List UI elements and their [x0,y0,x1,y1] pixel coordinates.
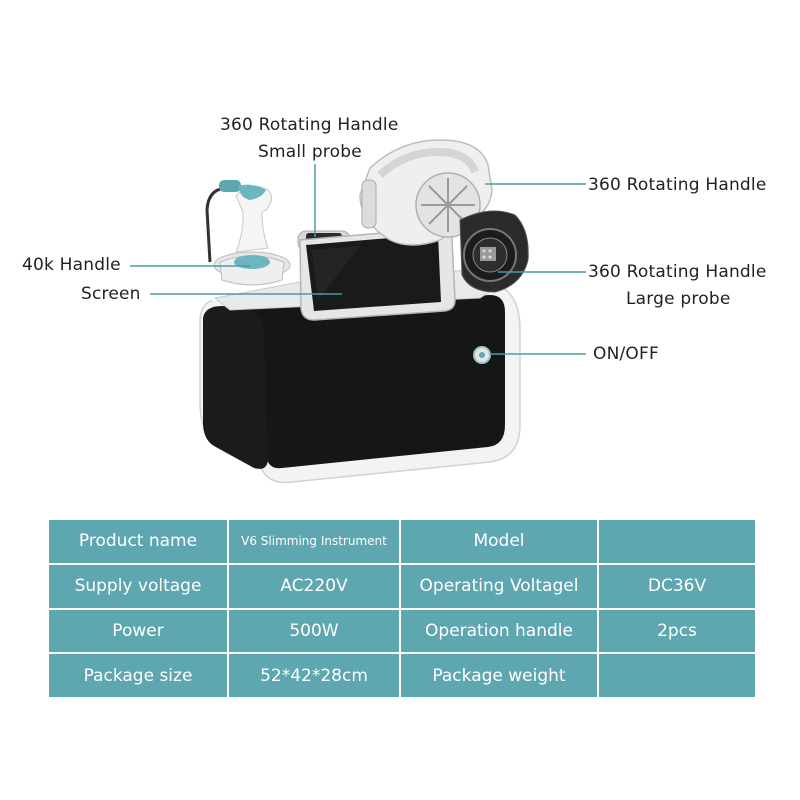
callout-on-off: ON/OFF [593,344,659,364]
spec-value: 2pcs [597,607,757,655]
callout-rotating-handle: 360 Rotating Handle [588,175,767,195]
large-probe [459,210,529,293]
spec-value: 52*42*28cm [227,652,401,699]
spec-value: DC36V [597,562,757,610]
table-row: Supply voltage AC220V Operating Voltagel… [47,562,757,610]
table-row: Product name V6 Slimming Instrument Mode… [47,518,757,565]
spec-value [597,518,757,565]
spec-label: Operation handle [399,607,599,655]
spec-label: Package size [47,652,229,699]
device-body [199,281,521,484]
callout-screen: Screen [81,284,141,304]
device-diagram [130,139,586,484]
callout-large-probe-line1: 360 Rotating Handle [588,262,767,282]
spec-value: 500W [227,607,401,655]
spec-value [597,652,757,699]
spec-label: Operating Voltagel [399,562,599,610]
spec-value: AC220V [227,562,401,610]
table-row: Power 500W Operation handle 2pcs [47,607,757,655]
touch-screen [299,227,456,321]
table-row: Package size 52*42*28cm Package weight [47,652,757,699]
spec-label: Model [399,518,599,565]
callout-small-probe-line2: Small probe [258,142,362,162]
power-button [473,346,491,364]
specs-table: Product name V6 Slimming Instrument Mode… [47,518,757,699]
callout-large-probe-line2: Large probe [626,289,731,309]
callout-small-probe-line1: 360 Rotating Handle [220,115,399,135]
callout-40k-handle: 40k Handle [22,255,121,275]
handle-40k [205,180,291,286]
leader-lines [130,164,586,355]
spec-label: Package weight [399,652,599,699]
spec-label: Power [47,607,229,655]
spec-value: V6 Slimming Instrument [227,518,401,565]
spec-label: Product name [47,518,229,565]
spec-label: Supply voltage [47,562,229,610]
